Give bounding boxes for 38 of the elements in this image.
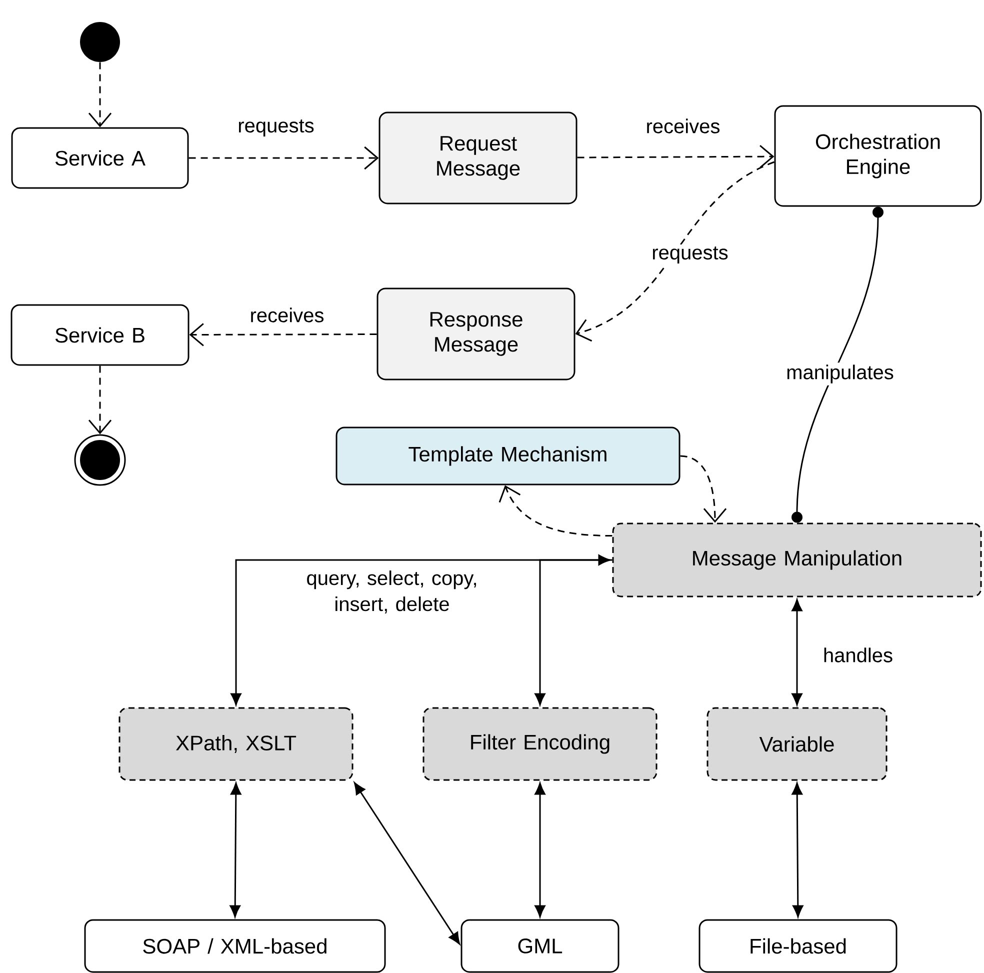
rounded-box: Orchestration Engine (774, 105, 982, 207)
edge-label: query, select, copy, insert, delete (290, 568, 494, 616)
dashed-box: Variable (706, 707, 888, 781)
edge-label: requests (650, 244, 730, 266)
arrow (230, 782, 242, 918)
rounded-box: File-based (698, 919, 898, 973)
end-state (74, 434, 126, 486)
start-state (80, 22, 120, 62)
dashed-arrow (189, 323, 377, 346)
dashed-box: Filter Encoding (422, 707, 658, 781)
rounded-box: SOAP / XML-based (84, 919, 386, 973)
dashed-box: Message Manipulation (612, 522, 982, 598)
rounded-box: GML (460, 919, 620, 973)
dashed-arrow (577, 145, 774, 168)
dashed-arrow (575, 161, 775, 342)
rounded-box: Service B (10, 304, 190, 366)
rounded-box: Service A (11, 127, 189, 189)
dashed-arrow (88, 62, 112, 128)
arrow (354, 782, 460, 944)
arrow (230, 554, 610, 706)
edge-label: manipulates (784, 362, 896, 386)
arrow (792, 599, 802, 706)
rounded-box: Response Message (376, 288, 576, 380)
dashed-arrow (498, 485, 612, 536)
rounded-box: Request Message (378, 112, 578, 204)
dashed-arrow (680, 455, 727, 523)
edge-label: handles (820, 646, 896, 664)
rounded-box: Template Mechanism (336, 426, 680, 486)
edge-label: receives (644, 116, 722, 136)
dashed-box: XPath, XSLT (118, 707, 354, 781)
arrow (792, 782, 804, 918)
connector (792, 206, 884, 523)
dashed-arrow (88, 366, 112, 434)
arrow (534, 559, 612, 706)
edge-label: receives (248, 306, 326, 324)
edge-label: requests (236, 117, 316, 139)
arrow (534, 782, 546, 918)
dashed-arrow (188, 146, 379, 170)
